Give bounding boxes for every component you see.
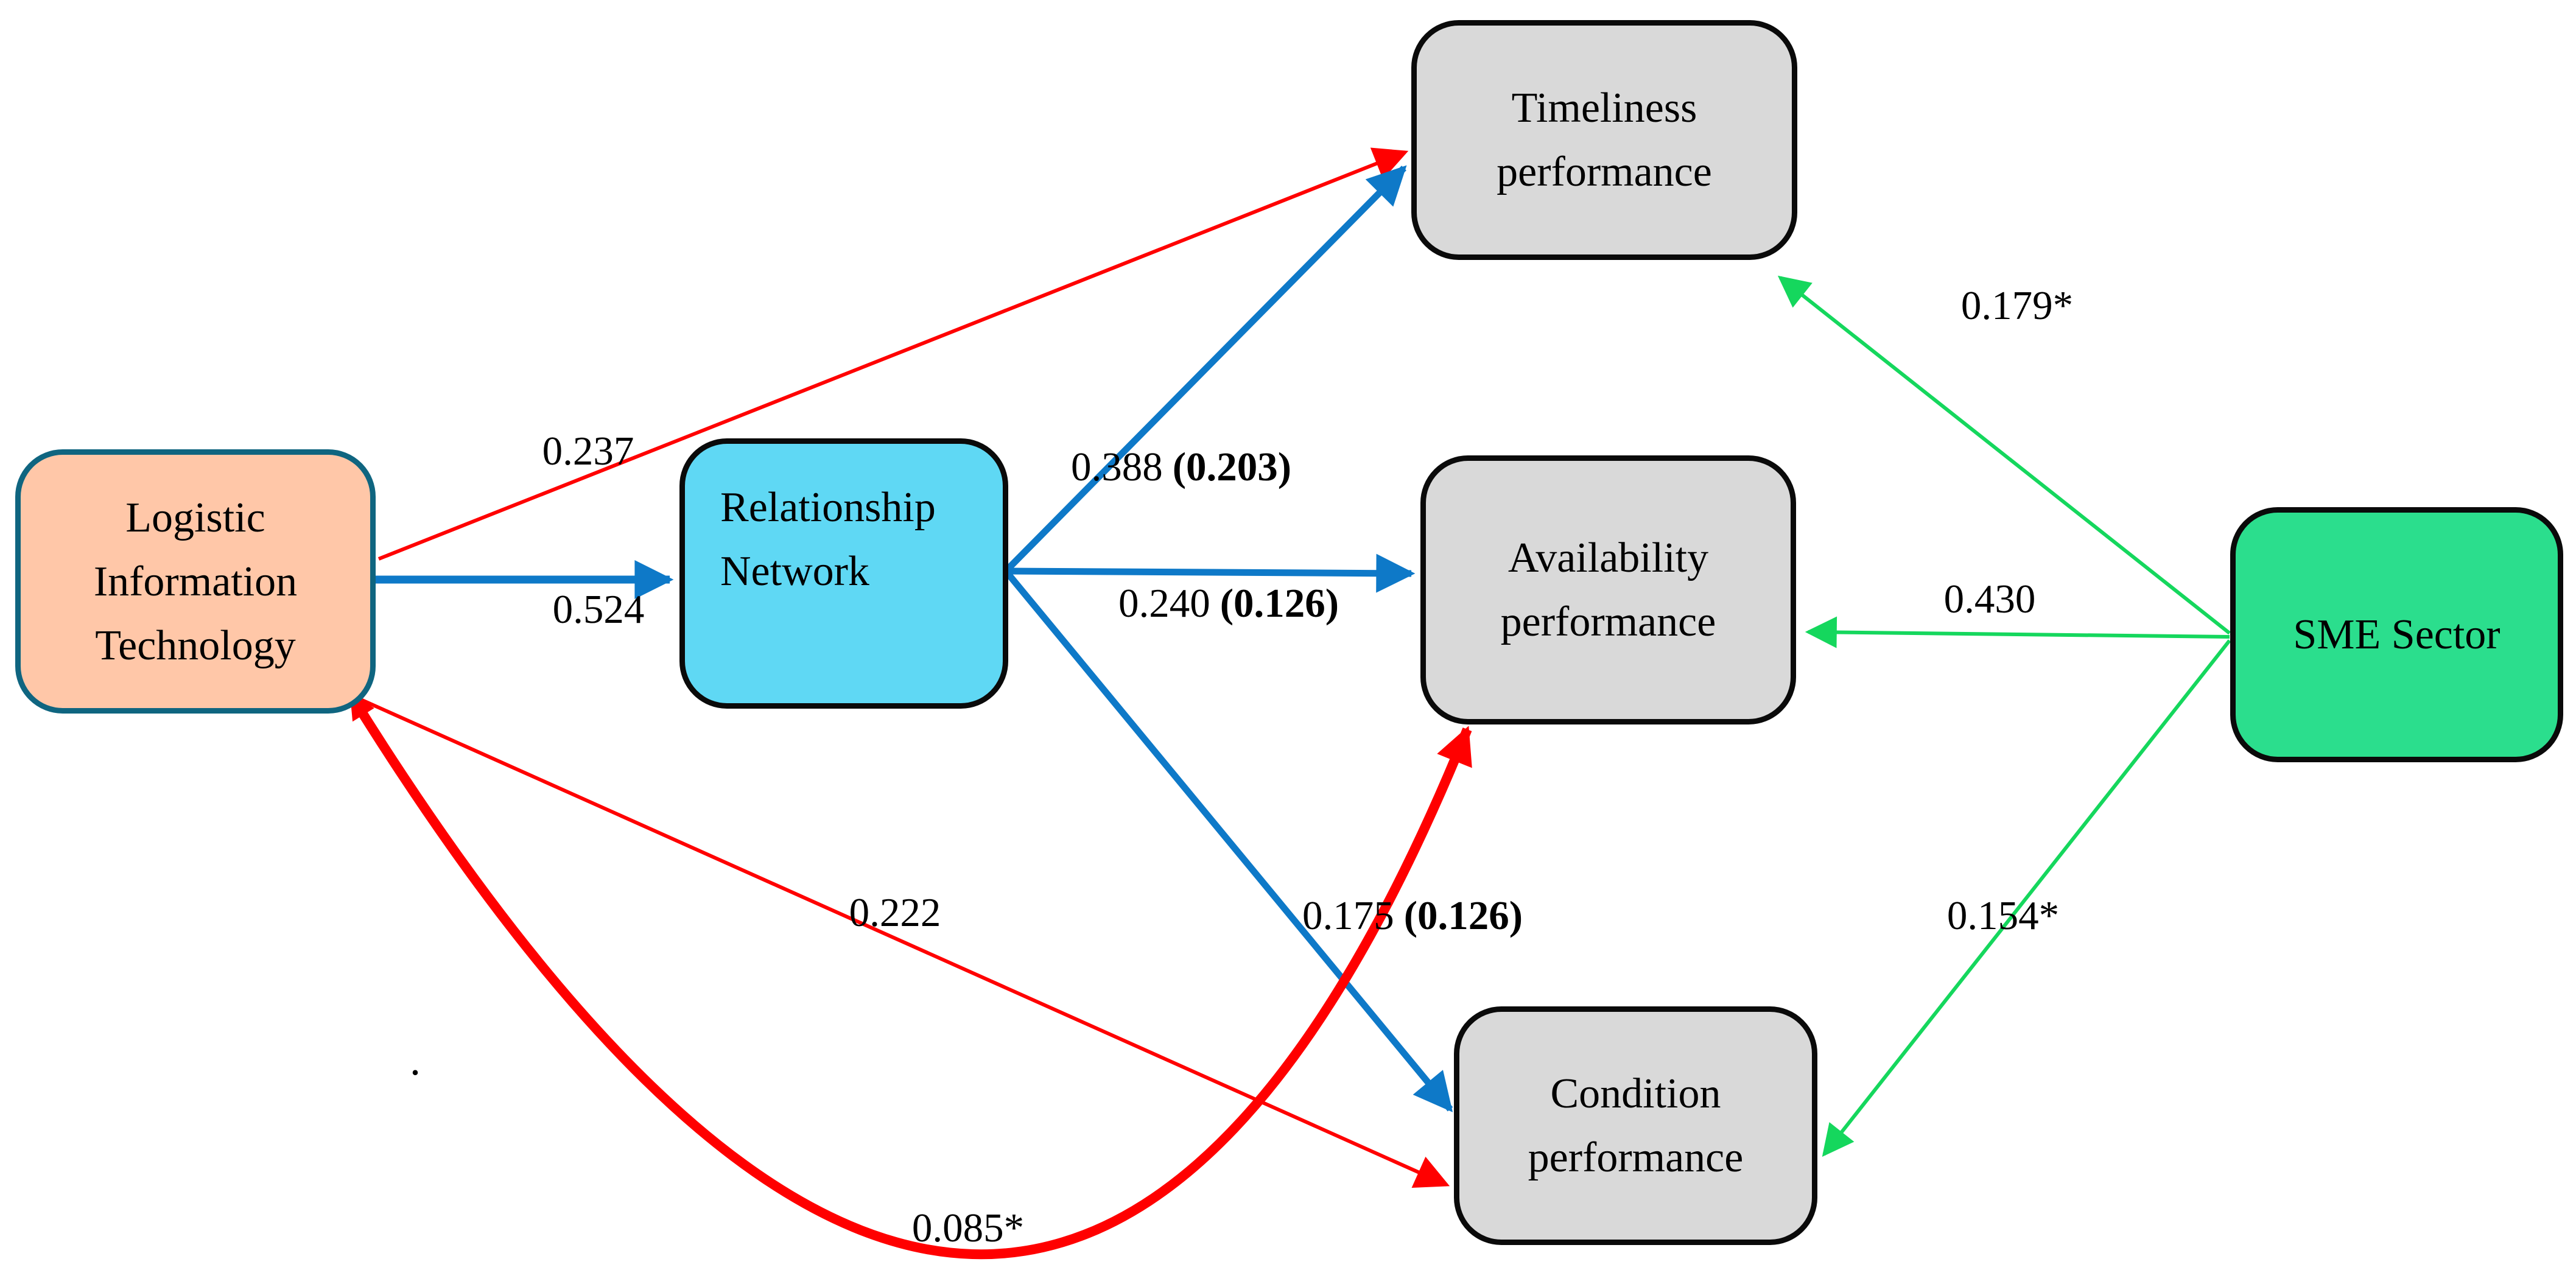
- node-sme-sector: SME Sector: [2230, 507, 2563, 762]
- node-label-logistic-information-technology: Logistic Information Technology: [93, 494, 298, 669]
- node-relationship-network: Relationship Network: [679, 438, 1008, 709]
- node-logistic-information-technology: Logistic Information Technology: [15, 449, 376, 714]
- node-label-availability-performance: Availability performance: [1500, 535, 1716, 645]
- coef-label-lit-relationship-network: 0.524: [552, 587, 645, 633]
- path-rn-to-timeliness: [1003, 165, 1407, 574]
- path-sme-to-condition: [1822, 639, 2231, 1157]
- node-label-timeliness-performance: Timeliness performance: [1497, 85, 1712, 195]
- node-label-relationship-network: Relationship Network: [720, 484, 936, 595]
- coef-label-lit-condition: 0.222: [849, 890, 941, 936]
- path-sme-to-availability: [1805, 616, 2230, 648]
- stray-period-dot: .: [410, 1035, 421, 1084]
- path-rn-to-availability: [1005, 553, 1416, 593]
- path-rn-to-condition: [1003, 569, 1453, 1112]
- node-label-sme-sector: SME Sector: [2293, 611, 2501, 658]
- path-lit-to-availability-curve: [347, 692, 1472, 1259]
- coef-label-sme-condition: 0.154*: [1946, 893, 2060, 939]
- path-lit-to-condition: [350, 693, 1450, 1188]
- coef-label-lit-availability: 0.085*: [911, 1205, 1025, 1251]
- node-label-condition-performance: Condition performance: [1528, 1070, 1744, 1181]
- coef-label-rn-condition: 0.175(0.126): [1302, 893, 1523, 939]
- node-timeliness-performance: Timeliness performance: [1411, 20, 1797, 260]
- path-sme-to-timeliness: [1777, 275, 2231, 635]
- coef-label-lit-timeliness: 0.237: [542, 429, 634, 474]
- coef-label-rn-timeliness: 0.388(0.203): [1070, 444, 1292, 490]
- coef-label-sme-timeliness: 0.179*: [1960, 283, 2074, 329]
- node-condition-performance: Condition performance: [1454, 1006, 1817, 1245]
- coef-label-rn-availability: 0.240(0.126): [1118, 581, 1339, 626]
- coef-label-sme-availability: 0.430: [1943, 577, 2036, 622]
- node-availability-performance: Availability performance: [1420, 455, 1796, 724]
- path-lit-to-timeliness: [377, 147, 1409, 561]
